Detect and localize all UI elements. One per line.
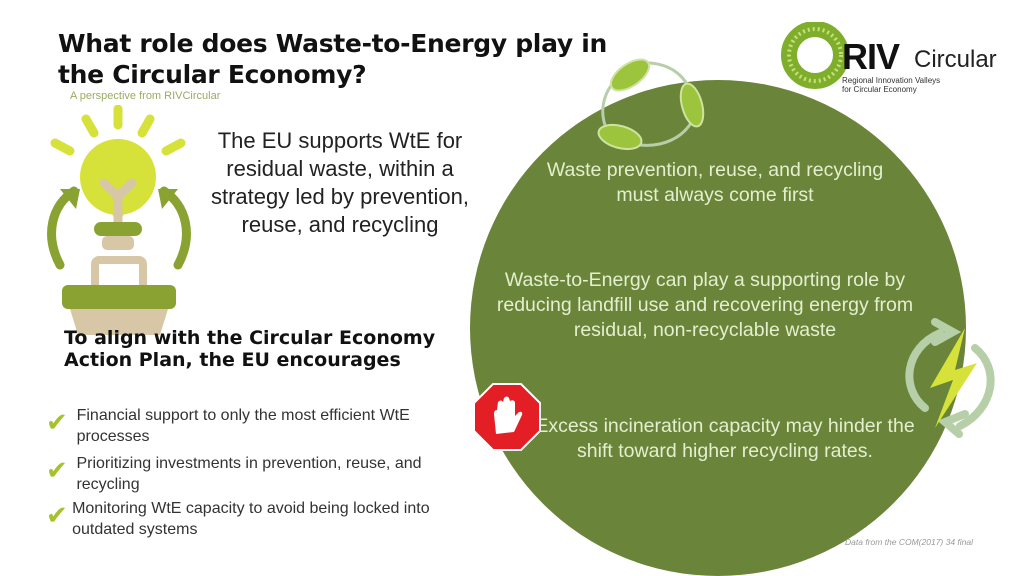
eu-support-statement: The EU supports WtE for residual waste, … bbox=[210, 128, 470, 237]
renewable-energy-icon bbox=[905, 318, 995, 438]
green-circle-panel bbox=[470, 80, 966, 576]
checkmark-icon: ✔ bbox=[46, 500, 68, 530]
list-item: ✔ Monitoring WtE capacity to avoid being… bbox=[46, 498, 446, 540]
list-item-text: Monitoring WtE capacity to avoid being l… bbox=[72, 500, 430, 538]
circle-point-excess-incineration: Excess incineration capacity may hinder … bbox=[535, 415, 915, 462]
circle-point-prevention: Waste prevention, reuse, and recycling m… bbox=[546, 159, 884, 206]
page-title: What role does Waste-to-Energy play in t… bbox=[58, 29, 608, 89]
logo-bold: RIV bbox=[842, 36, 900, 77]
list-item-text: Financial support to only the most effic… bbox=[76, 407, 410, 445]
page-subtitle: A perspective from RIVCircular bbox=[70, 90, 221, 102]
lightbulb-bin-icon bbox=[47, 105, 191, 335]
checkmark-icon: ✔ bbox=[46, 407, 68, 437]
logo-tagline-1: Regional Innovation Valleys bbox=[842, 76, 941, 85]
source-footnote: Data from the COM(2017) 34 final bbox=[845, 537, 974, 547]
logo-ring-icon bbox=[781, 22, 849, 89]
list-item: ✔ Prioritizing investments in prevention… bbox=[46, 453, 446, 495]
list-item-text: Prioritizing investments in prevention, … bbox=[76, 455, 422, 493]
logo-tagline-2: for Circular Economy bbox=[842, 85, 917, 94]
recycling-leaves-icon bbox=[597, 58, 705, 151]
align-heading: To align with the Circular Economy Actio… bbox=[64, 327, 436, 371]
checkmark-icon: ✔ bbox=[46, 455, 68, 485]
stop-hand-icon bbox=[473, 383, 541, 451]
circle-point-wte-role: Waste-to-Energy can play a supporting ro… bbox=[496, 269, 914, 341]
logo-light: Circular bbox=[914, 46, 997, 73]
rivcircular-logo: RIV Circular Regional Innovation Valleys… bbox=[780, 22, 1010, 94]
list-item: ✔ Financial support to only the most eff… bbox=[46, 405, 446, 447]
